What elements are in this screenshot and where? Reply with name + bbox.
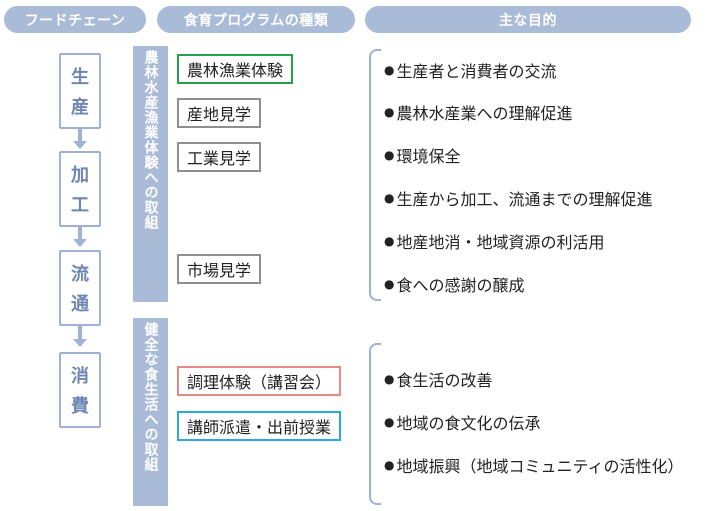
purpose-text: 生産者と消費者の交流 bbox=[396, 62, 557, 81]
down-arrow-icon bbox=[73, 141, 87, 149]
bullet-icon: ● bbox=[384, 458, 395, 472]
purpose-text: 地域振興（地域コミュニティの活性化） bbox=[396, 457, 684, 476]
stage-char: 生 bbox=[71, 67, 89, 88]
stage-processing: 加 工 bbox=[59, 151, 101, 227]
down-arrow-icon bbox=[73, 339, 87, 347]
purpose-brace-top bbox=[369, 49, 381, 301]
program-factory-tour: 工業見学 bbox=[177, 142, 262, 172]
program-farm-tour: 産地見学 bbox=[177, 98, 262, 128]
category-agri-bar: 農林水産漁業体験への取組 bbox=[133, 46, 168, 302]
purpose-text: 生産から加工、流通までの理解促進 bbox=[396, 190, 653, 209]
purpose-text: 食生活の改善 bbox=[396, 371, 493, 390]
purpose-item: ●生産から加工、流通までの理解促進 bbox=[384, 187, 653, 209]
purpose-item: ●食生活の改善 bbox=[384, 368, 493, 390]
stage-char: 消 bbox=[71, 366, 89, 387]
arrow-shaft bbox=[78, 326, 82, 340]
bullet-icon: ● bbox=[384, 105, 395, 119]
bullet-icon: ● bbox=[384, 234, 395, 248]
header-food-chain: フードチェーン bbox=[4, 6, 146, 33]
stage-char: 費 bbox=[71, 396, 89, 417]
stage-production: 生 産 bbox=[59, 53, 101, 129]
purpose-item: ●地域の食文化の伝承 bbox=[384, 411, 541, 433]
purpose-text: 農林水産業への理解促進 bbox=[396, 104, 573, 123]
purpose-item: ●生産者と消費者の交流 bbox=[384, 59, 557, 81]
purpose-item: ●食への感謝の醸成 bbox=[384, 273, 525, 295]
program-cooking: 調理体験（講習会） bbox=[177, 366, 342, 396]
header-program-types: 食育プログラムの種類 bbox=[157, 6, 355, 33]
bullet-icon: ● bbox=[384, 191, 395, 205]
category-agri-label: 農林水産漁業体験への取組 bbox=[142, 50, 159, 230]
stage-char: 流 bbox=[71, 264, 89, 285]
stage-consumption: 消 費 bbox=[59, 352, 101, 428]
category-diet-label: 健全な食生活への取組 bbox=[142, 322, 159, 472]
stage-char: 加 bbox=[71, 165, 89, 186]
purpose-text: 環境保全 bbox=[396, 147, 461, 166]
purpose-item: ●地産地消・地域資源の利活用 bbox=[384, 230, 605, 252]
stage-char: 通 bbox=[71, 294, 89, 315]
header-main-purposes: 主な目的 bbox=[365, 6, 691, 33]
stage-distribution: 流 通 bbox=[59, 250, 101, 326]
purpose-brace-bottom bbox=[369, 343, 381, 505]
purpose-text: 地域の食文化の伝承 bbox=[396, 414, 541, 433]
program-agri-experience: 農林漁業体験 bbox=[177, 54, 294, 84]
stage-char: 工 bbox=[71, 195, 89, 216]
bullet-icon: ● bbox=[384, 63, 395, 77]
arrow-shaft bbox=[78, 129, 82, 142]
program-market-tour: 市場見学 bbox=[177, 254, 262, 284]
purpose-item: ●地域振興（地域コミュニティの活性化） bbox=[384, 454, 684, 476]
stage-char: 産 bbox=[71, 97, 89, 118]
purpose-item: ●環境保全 bbox=[384, 144, 461, 166]
down-arrow-icon bbox=[73, 239, 87, 247]
category-diet-bar: 健全な食生活への取組 bbox=[133, 318, 168, 506]
bullet-icon: ● bbox=[384, 148, 395, 162]
purpose-text: 食への感謝の醸成 bbox=[396, 276, 525, 295]
bullet-icon: ● bbox=[384, 277, 395, 291]
bullet-icon: ● bbox=[384, 372, 395, 386]
bullet-icon: ● bbox=[384, 415, 395, 429]
arrow-shaft bbox=[78, 227, 82, 240]
program-lecturer: 講師派遣・出前授業 bbox=[177, 411, 342, 441]
purpose-text: 地産地消・地域資源の利活用 bbox=[396, 233, 605, 252]
purpose-item: ●農林水産業への理解促進 bbox=[384, 101, 573, 123]
